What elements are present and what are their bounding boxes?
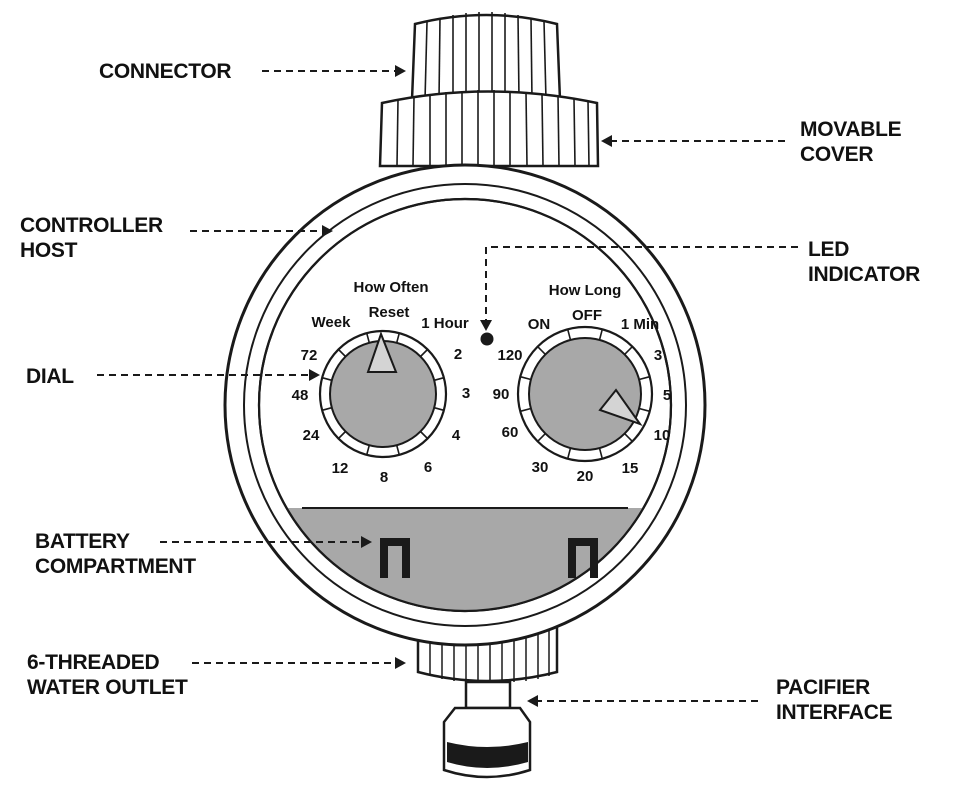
how-long-tick <box>537 346 546 355</box>
how-often-pointer <box>366 331 398 373</box>
mark-week: Week <box>312 314 352 331</box>
mark-90-min: 90 <box>493 386 510 403</box>
how-often-tick <box>419 348 429 358</box>
how-long-tick <box>537 433 546 442</box>
battery-compartment-label: BATTERY COMPARTMENT <box>35 530 196 578</box>
mark-1-hour: 1 Hour <box>421 315 469 332</box>
how-often-tick <box>337 430 347 440</box>
mark-20-min: 20 <box>577 468 594 485</box>
battery-latch-right <box>568 538 598 578</box>
how-often-tick <box>433 376 445 382</box>
how-often-tick <box>419 430 429 440</box>
how-long-tick <box>520 375 532 381</box>
pacifier-interface <box>442 680 532 779</box>
connector-label: CONNECTOR <box>99 60 232 83</box>
how-long-tick <box>624 433 633 442</box>
how-often-tick <box>365 444 371 456</box>
mark-3: 3 <box>462 385 470 402</box>
led-leader <box>485 246 798 320</box>
pacifier-interface-label: PACIFIER INTERFACE <box>776 676 893 724</box>
mark-3-min: 3 <box>654 347 662 364</box>
how-often-tick <box>321 376 333 382</box>
how-long-tick <box>638 407 650 413</box>
how-often-tick <box>365 332 371 344</box>
mark-5-min: 5 <box>663 387 671 404</box>
mark-2: 2 <box>454 346 462 363</box>
dial-label: DIAL <box>26 365 74 388</box>
mark-15-min: 15 <box>622 460 639 477</box>
leader-arrowheads <box>309 65 612 707</box>
battery-latch-left <box>380 538 410 578</box>
mark-48: 48 <box>292 387 309 404</box>
how-long-title: How Long <box>549 282 621 299</box>
mark-30-min: 30 <box>532 459 549 476</box>
movable-cover <box>378 90 600 168</box>
mark-off: OFF <box>572 307 602 324</box>
how-long-tick <box>598 329 604 341</box>
how-often-title: How Often <box>354 279 429 296</box>
how-long-pointer <box>598 388 643 426</box>
mark-10-min: 10 <box>654 427 671 444</box>
mark-6: 6 <box>424 459 432 476</box>
mark-12: 12 <box>332 460 349 477</box>
connector <box>410 12 562 102</box>
how-often-tick <box>321 406 333 412</box>
mark-60-min: 60 <box>502 424 519 441</box>
how-long-tick <box>520 407 532 413</box>
how-long-tick <box>566 329 572 341</box>
mark-reset: Reset <box>369 304 410 321</box>
mark-120-min: 120 <box>497 347 522 364</box>
mark-4: 4 <box>452 427 461 444</box>
led-indicator-label: LED INDICATOR <box>808 238 921 286</box>
how-long-dial <box>516 325 654 463</box>
mark-24: 24 <box>303 427 320 444</box>
how-often-tick <box>433 406 445 412</box>
movable-cover-label: MOVABLE COVER <box>800 118 902 166</box>
how-often-tick <box>395 332 401 344</box>
mark-on: ON <box>528 316 551 333</box>
controller-host-label: CONTROLLER HOST <box>20 214 163 262</box>
how-long-tick <box>598 447 604 459</box>
mark-72: 72 <box>301 347 318 364</box>
mark-8: 8 <box>380 469 388 486</box>
water-outlet-label: 6-THREADED WATER OUTLET <box>27 651 188 699</box>
mark-1-min: 1 Min <box>621 316 659 333</box>
how-often-dial <box>318 329 448 459</box>
how-often-tick <box>337 348 347 358</box>
how-long-tick <box>638 375 650 381</box>
how-often-tick <box>395 444 401 456</box>
led-indicator <box>480 332 494 346</box>
how-long-tick <box>566 447 572 459</box>
how-long-tick <box>624 346 633 355</box>
